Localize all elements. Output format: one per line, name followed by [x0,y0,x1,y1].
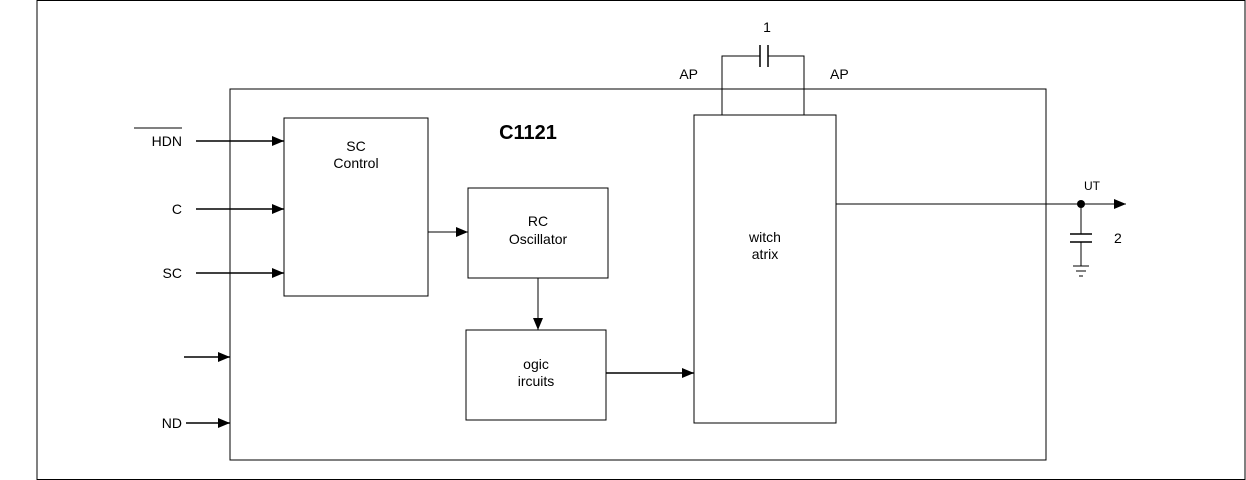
cap2-label: 2 [1114,230,1122,246]
cap1-right-lead [768,55,805,115]
chip-name: C1121 [499,122,557,144]
switch-matrix-block [693,114,837,424]
sc-control-label-2: Control [333,155,378,171]
pin-gnd-label: ND [162,415,182,431]
pin-c-label: C [172,201,182,217]
cap1-left-lead [721,55,760,115]
pin-sc-label: SC [163,265,182,281]
logic-label-2: ircuits [518,373,555,389]
switch-label-1: witch [748,229,781,245]
logic-label-1: ogic [523,356,549,372]
cap1-label: 1 [763,19,771,35]
sc-control-label-1: SC [346,138,365,154]
rc-oscillator-block [467,187,609,279]
logic-circuits-block [465,329,607,421]
pin-shdn-label: HDN [152,133,182,149]
cap-right-pin-label: AP [830,66,849,82]
pin-out-label: UT [1084,179,1101,193]
cap-left-pin-label: AP [679,66,698,82]
switch-label-2: atrix [752,246,778,262]
ground-icon [1073,265,1089,277]
rc-osc-label-1: RC [528,213,548,229]
rc-osc-label-2: Oscillator [509,231,568,247]
sc-control-block [283,117,429,297]
